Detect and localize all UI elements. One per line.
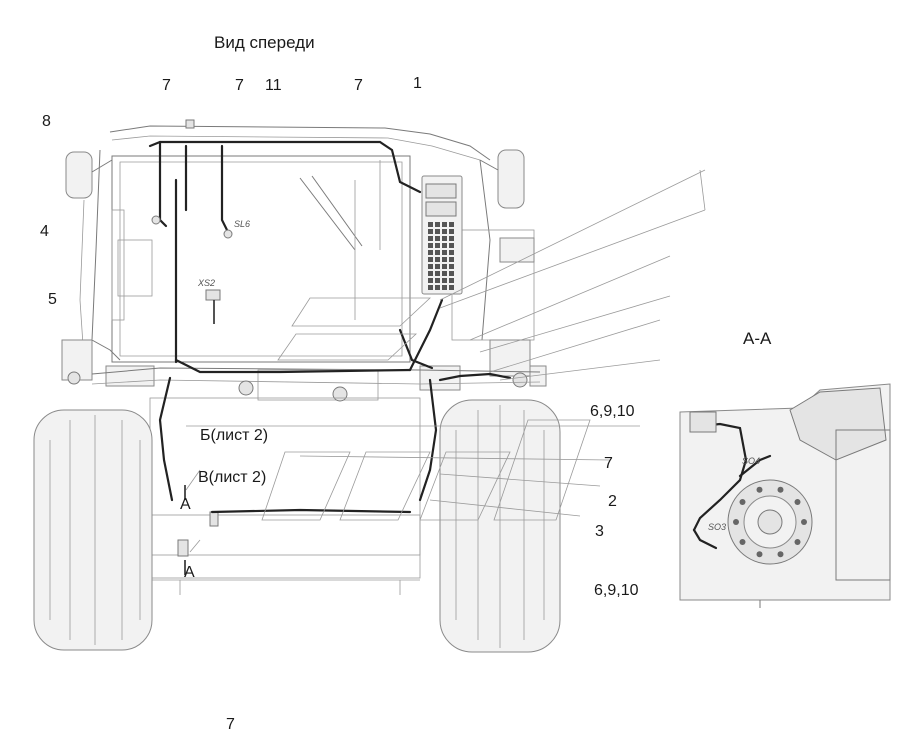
hatch-stripes xyxy=(261,297,591,521)
callout-top-d: 7 xyxy=(354,77,363,94)
right-tire xyxy=(439,399,561,653)
keypad-key xyxy=(435,236,440,241)
keypad-key xyxy=(435,229,440,234)
keypad-key xyxy=(449,271,454,276)
callout-right-2: 2 xyxy=(608,493,617,510)
callout-left-8: 8 xyxy=(42,113,51,130)
flange-bolt xyxy=(801,519,807,525)
mark-s03: SO3 xyxy=(708,522,726,532)
section-a-a-detail xyxy=(679,383,891,608)
callout-top-b: 7 xyxy=(235,77,244,94)
keypad-key xyxy=(442,285,447,290)
mark-sl6: SL6 xyxy=(234,219,250,229)
keypad-key xyxy=(442,278,447,283)
mark-xs2: XS2 xyxy=(197,278,215,288)
keypad-key xyxy=(428,285,433,290)
keypad-key xyxy=(449,285,454,290)
callout-right-3: 3 xyxy=(595,523,604,540)
keypad-key xyxy=(449,222,454,227)
callout-top-e: 1 xyxy=(413,75,422,92)
keypad-key xyxy=(442,229,447,234)
flange-bolt xyxy=(794,539,801,545)
left-mirror xyxy=(65,151,113,199)
callout-top-c: 11 xyxy=(265,77,282,94)
flange-bolt xyxy=(777,551,784,558)
callout-left-5: 5 xyxy=(48,291,57,308)
keypad-key xyxy=(428,264,433,269)
flange-bolt xyxy=(777,486,784,493)
ref-v-sheet: В(лист 2) xyxy=(198,469,266,486)
keypad-key xyxy=(449,229,454,234)
view-title: Вид спереди xyxy=(214,33,315,52)
leader-fan xyxy=(439,169,706,381)
callout-right-7: 7 xyxy=(604,455,613,472)
keypad-key xyxy=(428,271,433,276)
control-panel-keypad xyxy=(428,222,454,290)
keypad-key xyxy=(449,236,454,241)
keypad-key xyxy=(442,271,447,276)
mark-s04: SO4 xyxy=(742,456,760,466)
keypad-key xyxy=(449,243,454,248)
keypad-key xyxy=(442,250,447,255)
flange-bolt xyxy=(739,539,746,545)
keypad-key xyxy=(435,271,440,276)
keypad-key xyxy=(428,278,433,283)
callout-right-6910-a: 6,9,10 xyxy=(590,403,635,420)
keypad-key xyxy=(442,264,447,269)
flange-bolt xyxy=(756,551,763,558)
keypad-key xyxy=(449,250,454,255)
callout-top-a: 7 xyxy=(162,77,171,94)
keypad-key xyxy=(428,257,433,262)
right-mirror xyxy=(479,149,525,209)
callout-leaders xyxy=(184,425,640,575)
flange-bolts xyxy=(733,486,807,558)
flange-bolt xyxy=(733,519,739,525)
section-mark-a-upper: А xyxy=(180,496,191,513)
callout-bottom-7: 7 xyxy=(226,716,235,733)
keypad-key xyxy=(442,257,447,262)
windshield xyxy=(111,155,411,363)
keypad-key xyxy=(428,236,433,241)
callout-right-6910-b: 6,9,10 xyxy=(594,582,639,599)
left-tire xyxy=(33,409,153,651)
ref-b-sheet: Б(лист 2) xyxy=(200,427,268,444)
keypad-key xyxy=(442,236,447,241)
keypad-key xyxy=(428,222,433,227)
section-title: А-А xyxy=(743,329,772,348)
keypad-key xyxy=(435,278,440,283)
keypad-key xyxy=(442,222,447,227)
keypad-key xyxy=(435,285,440,290)
front-view-drawing xyxy=(33,119,706,653)
keypad-key xyxy=(449,278,454,283)
keypad-key xyxy=(435,257,440,262)
flange-bolt xyxy=(756,486,763,493)
keypad-key xyxy=(435,222,440,227)
keypad-key xyxy=(435,243,440,248)
keypad-key xyxy=(428,250,433,255)
flange-bolt xyxy=(794,499,801,505)
keypad-key xyxy=(435,250,440,255)
section-mark-a-lower: А xyxy=(184,564,195,581)
keypad-key xyxy=(428,229,433,234)
wiring-harness xyxy=(148,140,512,514)
control-panel xyxy=(421,175,463,295)
keypad-key xyxy=(442,243,447,248)
keypad-key xyxy=(428,243,433,248)
keypad-key xyxy=(449,264,454,269)
flange-bolt xyxy=(739,499,746,505)
keypad-key xyxy=(449,257,454,262)
callout-left-4: 4 xyxy=(40,223,49,240)
keypad-key xyxy=(435,264,440,269)
